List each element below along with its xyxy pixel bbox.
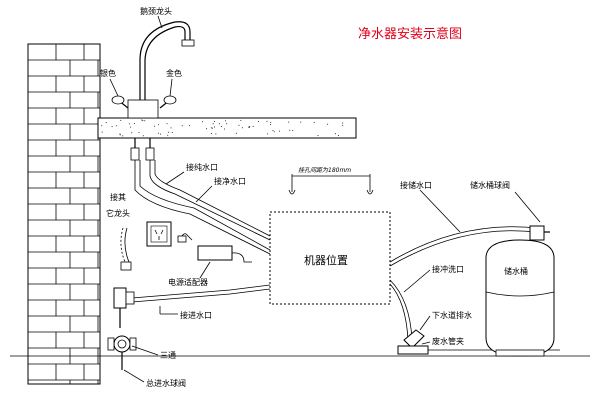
machine-box: [269, 211, 391, 305]
gooseneck-faucet-label: 鹅颈龙头: [140, 6, 172, 16]
machine-position-label: 机器位置: [304, 253, 348, 267]
connect-clean-water-label: 接净水口: [214, 176, 246, 186]
hole-spacing-label: 挂孔间距为180mm: [298, 166, 351, 174]
other-faucet-hose: [120, 227, 132, 271]
connect-inlet-label: 接进水口: [180, 310, 212, 320]
storage-tank-icon: [485, 225, 555, 357]
power-socket-icon: [146, 221, 172, 247]
gold-handle-label: 金色: [166, 68, 182, 78]
tee-connector-icon: [107, 335, 137, 370]
faucet-icon: [111, 21, 195, 161]
waste-clamp-label: 废水管夹: [432, 336, 464, 346]
clean-water-tube: [134, 160, 271, 255]
countertop: [97, 117, 357, 139]
main-inlet-valve-label: 总进水球阀: [146, 378, 186, 388]
other-faucet-label: 它龙头: [106, 208, 130, 218]
power-adapter-icon: [177, 233, 252, 263]
inlet-tube: [131, 284, 271, 303]
hanging-hook-icon: [288, 174, 374, 195]
connect-other-label: 接其: [110, 192, 126, 202]
silver-handle-label: 银色: [100, 68, 116, 78]
tank-ball-valve-label: 储水桶球阀: [470, 180, 510, 190]
storage-tank-label: 储水桶: [504, 266, 528, 276]
connect-flush-outlet-label: 接冲洗口: [432, 264, 464, 274]
drain-label: 下水道排水: [432, 310, 472, 320]
pure-water-tube: [149, 160, 271, 241]
diagram-title: 净水器安装示意图: [358, 26, 462, 42]
tee-label: 三通: [160, 350, 176, 360]
ball-valve-icon: [113, 287, 135, 328]
brick-wall: [27, 43, 101, 385]
connect-pure-water-label: 接纯水口: [186, 162, 218, 172]
flush-tube: [389, 279, 413, 341]
power-adapter-label: 电源适配器: [168, 277, 208, 287]
connect-storage-outlet-label: 接储水口: [400, 180, 432, 190]
